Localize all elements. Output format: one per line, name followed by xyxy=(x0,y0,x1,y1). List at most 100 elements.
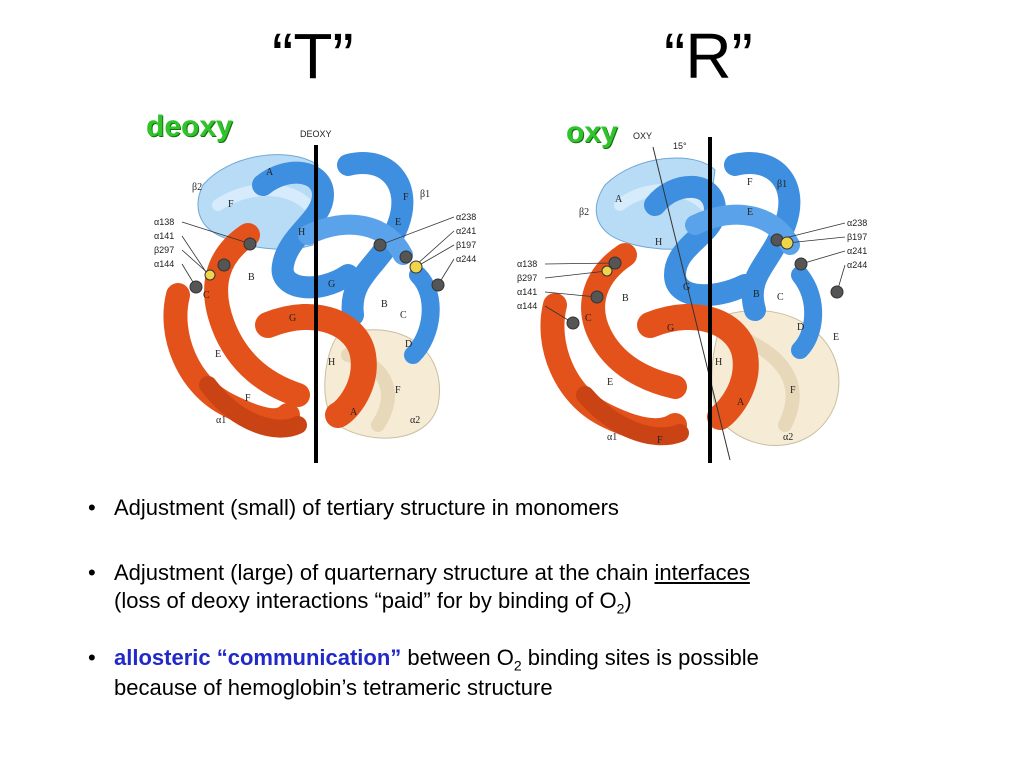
header-label: DEOXY xyxy=(300,129,332,139)
bullet-2-line2-b: for by binding of O xyxy=(430,588,617,614)
svg-text:G: G xyxy=(683,282,690,293)
svg-text:α141: α141 xyxy=(517,287,537,297)
svg-text:β197: β197 xyxy=(456,240,476,250)
bullet-tertiary: • Adjustment (small) of tertiary structu… xyxy=(88,494,988,523)
subunit-labels: β2 β1 α1 α2 xyxy=(192,182,430,426)
svg-text:α144: α144 xyxy=(154,259,174,269)
svg-text:F: F xyxy=(403,192,409,203)
helix-labels: A F F E H G B C D C B G E H A F F xyxy=(203,167,412,418)
svg-text:E: E xyxy=(747,207,753,218)
svg-text:α138: α138 xyxy=(154,217,174,227)
rotated-axis xyxy=(652,146,731,461)
residue-labels-right: α238 α241 β197 α244 xyxy=(456,212,476,264)
svg-text:α141: α141 xyxy=(154,231,174,241)
svg-text:B: B xyxy=(381,299,388,310)
svg-text:G: G xyxy=(289,313,296,324)
quote-open: “ xyxy=(374,588,382,614)
svg-text:α1: α1 xyxy=(216,415,226,426)
svg-text:C: C xyxy=(777,292,784,303)
deoxy-hemoglobin-diagram: DEOXY A F F E H G B C D C B G E H A F F … xyxy=(154,129,476,463)
allosteric-term: allosteric xyxy=(114,644,217,670)
blue-beta1-subunit xyxy=(644,152,823,359)
svg-text:F: F xyxy=(657,435,663,446)
header-label: OXY xyxy=(633,131,652,141)
svg-text:α1: α1 xyxy=(607,432,617,443)
svg-text:G: G xyxy=(328,279,335,290)
quote-close: ” xyxy=(423,588,431,614)
helix-labels: A F E H G B C D B G C E H A F E F xyxy=(585,177,839,446)
svg-text:α238: α238 xyxy=(847,218,867,228)
title-t: “T” xyxy=(272,20,354,92)
svg-text:E: E xyxy=(607,377,613,388)
svg-text:β297: β297 xyxy=(517,273,537,283)
svg-text:α244: α244 xyxy=(456,254,476,264)
svg-text:B: B xyxy=(622,293,629,304)
svg-text:D: D xyxy=(797,322,804,333)
o2-subscript: 2 xyxy=(513,657,522,674)
svg-text:E: E xyxy=(395,217,401,228)
svg-text:B: B xyxy=(248,272,255,283)
svg-text:H: H xyxy=(655,237,662,248)
svg-text:β1: β1 xyxy=(420,189,430,200)
svg-text:α2: α2 xyxy=(410,415,420,426)
interface-residue-dots xyxy=(189,237,445,294)
svg-text:D: D xyxy=(405,339,412,350)
svg-text:F: F xyxy=(395,385,401,396)
subunit-labels: β2 β1 α1 α2 xyxy=(579,179,793,443)
svg-text:A: A xyxy=(615,194,623,205)
bullet-3-text-b: binding sites is possible xyxy=(521,644,759,670)
label-deoxy: deoxy xyxy=(146,110,233,143)
residue-labels-left: α138 β297 α141 α144 xyxy=(517,259,537,311)
svg-text:H: H xyxy=(715,357,722,368)
bullet-2-text: Adjustment (large) of quarternary struct… xyxy=(114,559,655,585)
angle-label: 15° xyxy=(673,141,687,151)
blue-beta1-subunit xyxy=(252,152,440,364)
svg-text:α138: α138 xyxy=(517,259,537,269)
bullet-list: • Adjustment (small) of tertiary structu… xyxy=(88,494,988,703)
bullet-3-text-a: between O xyxy=(401,644,514,670)
title-r: “R” xyxy=(664,20,753,92)
bullet-marker: • xyxy=(88,644,96,670)
svg-text:A: A xyxy=(350,407,358,418)
communication-term: “communication” xyxy=(216,644,402,670)
bullet-allosteric: • allosteric “communication” between O2 … xyxy=(88,644,988,703)
svg-text:F: F xyxy=(245,393,251,404)
svg-text:α241: α241 xyxy=(456,226,476,236)
svg-text:β2: β2 xyxy=(192,182,202,193)
interface-residue-dots xyxy=(566,233,844,330)
svg-text:B: B xyxy=(753,289,760,300)
bullet-marker: • xyxy=(88,559,96,585)
svg-text:α238: α238 xyxy=(456,212,476,222)
svg-text:α2: α2 xyxy=(783,432,793,443)
svg-text:H: H xyxy=(298,227,305,238)
residue-labels-left: α138 α141 β297 α144 xyxy=(154,217,174,269)
svg-text:C: C xyxy=(400,310,407,321)
bullet-3-line2: because of hemoglobin’s tetrameric struc… xyxy=(114,675,553,701)
bullet-2-line2-a: (loss of deoxy interactions xyxy=(114,588,375,614)
svg-text:A: A xyxy=(737,397,745,408)
interfaces-term: interfaces xyxy=(654,559,750,585)
label-oxy: oxy xyxy=(566,116,618,149)
svg-text:F: F xyxy=(747,177,753,188)
svg-text:H: H xyxy=(328,357,335,368)
svg-text:α244: α244 xyxy=(847,260,867,270)
svg-text:β297: β297 xyxy=(154,245,174,255)
svg-text:C: C xyxy=(585,313,592,324)
svg-text:F: F xyxy=(790,385,796,396)
svg-text:α241: α241 xyxy=(847,246,867,256)
bullet-quaternary: • Adjustment (large) of quarternary stru… xyxy=(88,559,988,618)
bullet-2-end: ) xyxy=(624,588,632,614)
svg-text:β1: β1 xyxy=(777,179,787,190)
paid-word: paid xyxy=(381,588,424,614)
svg-text:E: E xyxy=(833,332,839,343)
svg-text:E: E xyxy=(215,349,221,360)
bullet-1-text: Adjustment (small) of tertiary structure… xyxy=(114,495,619,520)
svg-text:β197: β197 xyxy=(847,232,867,242)
svg-text:A: A xyxy=(266,167,274,178)
bullet-marker: • xyxy=(88,495,96,520)
oxy-hemoglobin-diagram: OXY 15° A F E H G B C D B G C E H A F E … xyxy=(517,131,867,463)
svg-text:F: F xyxy=(228,199,234,210)
o2-subscript: 2 xyxy=(616,600,625,617)
svg-text:β2: β2 xyxy=(579,207,589,218)
svg-text:G: G xyxy=(667,323,674,334)
